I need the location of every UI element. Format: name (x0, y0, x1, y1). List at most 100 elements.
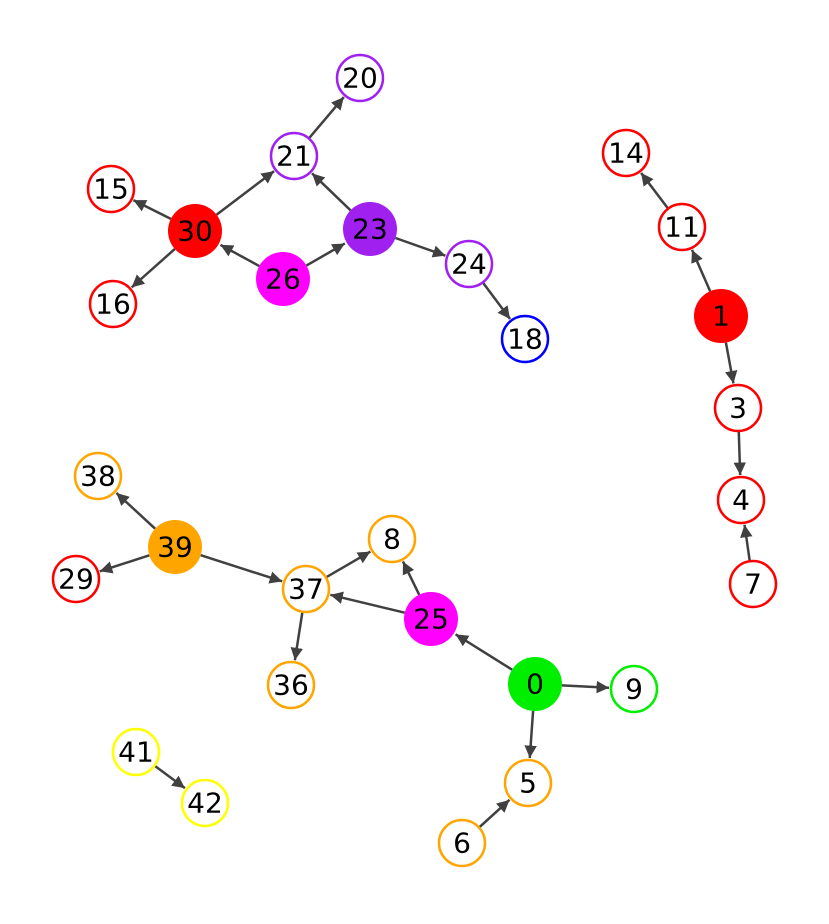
node-21: 21 (269, 131, 319, 181)
edges-layer (99, 96, 753, 829)
edge-39-38 (115, 492, 156, 530)
edge-1-3 (724, 342, 738, 384)
node-label-6: 6 (453, 827, 471, 860)
node-circle-24 (444, 239, 494, 289)
node-circle-42 (180, 778, 230, 828)
edge-24-18 (481, 281, 512, 320)
node-11: 11 (657, 202, 707, 252)
node-label-18: 18 (507, 323, 543, 356)
edge-39-29 (99, 554, 150, 574)
node-circle-41 (111, 727, 161, 777)
node-circle-30 (168, 204, 222, 258)
node-0: 0 (508, 657, 562, 711)
node-circle-37 (281, 564, 331, 614)
node-label-4: 4 (732, 484, 750, 517)
node-label-3: 3 (729, 392, 747, 425)
node-label-41: 41 (118, 736, 154, 769)
edge-37-8 (325, 550, 372, 579)
node-label-11: 11 (664, 211, 700, 244)
node-39: 39 (148, 520, 202, 574)
node-label-1: 1 (712, 300, 730, 333)
node-26: 26 (256, 252, 310, 306)
node-30: 30 (168, 204, 222, 258)
node-label-39: 39 (157, 531, 193, 564)
node-circle-7 (728, 559, 778, 609)
edge-26-30 (219, 243, 260, 268)
node-circle-6 (437, 818, 487, 868)
node-1: 1 (694, 289, 748, 343)
node-circle-8 (367, 514, 417, 564)
nodes-layer: 0 1 3 4 56 7 8 9 11 14 15 16 18 20 21 23 24 25 26 29 30 36 37 3… (51, 53, 778, 868)
node-label-26: 26 (265, 263, 301, 296)
node-38: 38 (73, 451, 123, 501)
node-label-36: 36 (273, 669, 309, 702)
edge-11-14 (640, 172, 670, 210)
edge-1-11 (690, 249, 712, 292)
edge-39-37 (200, 554, 283, 584)
node-24: 24 (444, 239, 494, 289)
edge-25-8 (401, 560, 421, 596)
node-circle-26 (256, 252, 310, 306)
node-20: 20 (335, 53, 385, 103)
node-label-15: 15 (93, 173, 129, 206)
node-label-23: 23 (352, 213, 388, 246)
edge-6-5 (478, 798, 511, 829)
node-label-24: 24 (451, 248, 487, 281)
node-5: 5 (503, 758, 553, 808)
edge-0-9 (561, 680, 610, 694)
node-circle-21 (269, 131, 319, 181)
node-label-38: 38 (80, 460, 116, 493)
edge-30-16 (130, 248, 176, 289)
node-14: 14 (601, 128, 651, 178)
node-label-21: 21 (276, 140, 312, 173)
node-label-9: 9 (625, 673, 643, 706)
node-circle-5 (503, 758, 553, 808)
node-18: 18 (500, 314, 550, 364)
node-circle-36 (266, 660, 316, 710)
node-15: 15 (86, 164, 136, 214)
edge-21-20 (307, 96, 345, 140)
node-label-0: 0 (526, 668, 544, 701)
node-circle-4 (716, 475, 766, 525)
edge-3-4 (733, 430, 747, 476)
edge-25-37 (330, 591, 406, 614)
node-circle-0 (508, 657, 562, 711)
node-label-8: 8 (383, 523, 401, 556)
edge-30-15 (132, 199, 172, 221)
node-label-30: 30 (177, 215, 213, 248)
edge-30-21 (215, 170, 275, 216)
edge-23-21 (311, 172, 352, 212)
node-label-37: 37 (288, 573, 324, 606)
node-label-25: 25 (413, 603, 449, 636)
node-label-14: 14 (608, 137, 644, 170)
edge-41-42 (153, 764, 186, 790)
edge-7-4 (740, 524, 753, 562)
node-circle-15 (86, 164, 136, 214)
node-circle-20 (335, 53, 385, 103)
node-23: 23 (343, 202, 397, 256)
node-label-42: 42 (187, 787, 223, 820)
node-label-29: 29 (58, 563, 94, 596)
node-6: 6 (437, 818, 487, 868)
node-16: 16 (88, 279, 138, 329)
edge-37-36 (290, 611, 304, 661)
node-label-7: 7 (744, 568, 762, 601)
node-circle-3 (713, 383, 763, 433)
node-circle-18 (500, 314, 550, 364)
node-37: 37 (281, 564, 331, 614)
edge-23-24 (395, 236, 446, 258)
node-41: 41 (111, 727, 161, 777)
node-7: 7 (728, 559, 778, 609)
edge-0-25 (454, 633, 513, 671)
node-label-20: 20 (342, 62, 378, 95)
node-8: 8 (367, 514, 417, 564)
node-36: 36 (266, 660, 316, 710)
node-circle-11 (657, 202, 707, 252)
node-4: 4 (716, 475, 766, 525)
node-25: 25 (404, 592, 458, 646)
node-circle-39 (148, 520, 202, 574)
node-circle-29 (51, 554, 101, 604)
node-29: 29 (51, 554, 101, 604)
node-circle-14 (601, 128, 651, 178)
